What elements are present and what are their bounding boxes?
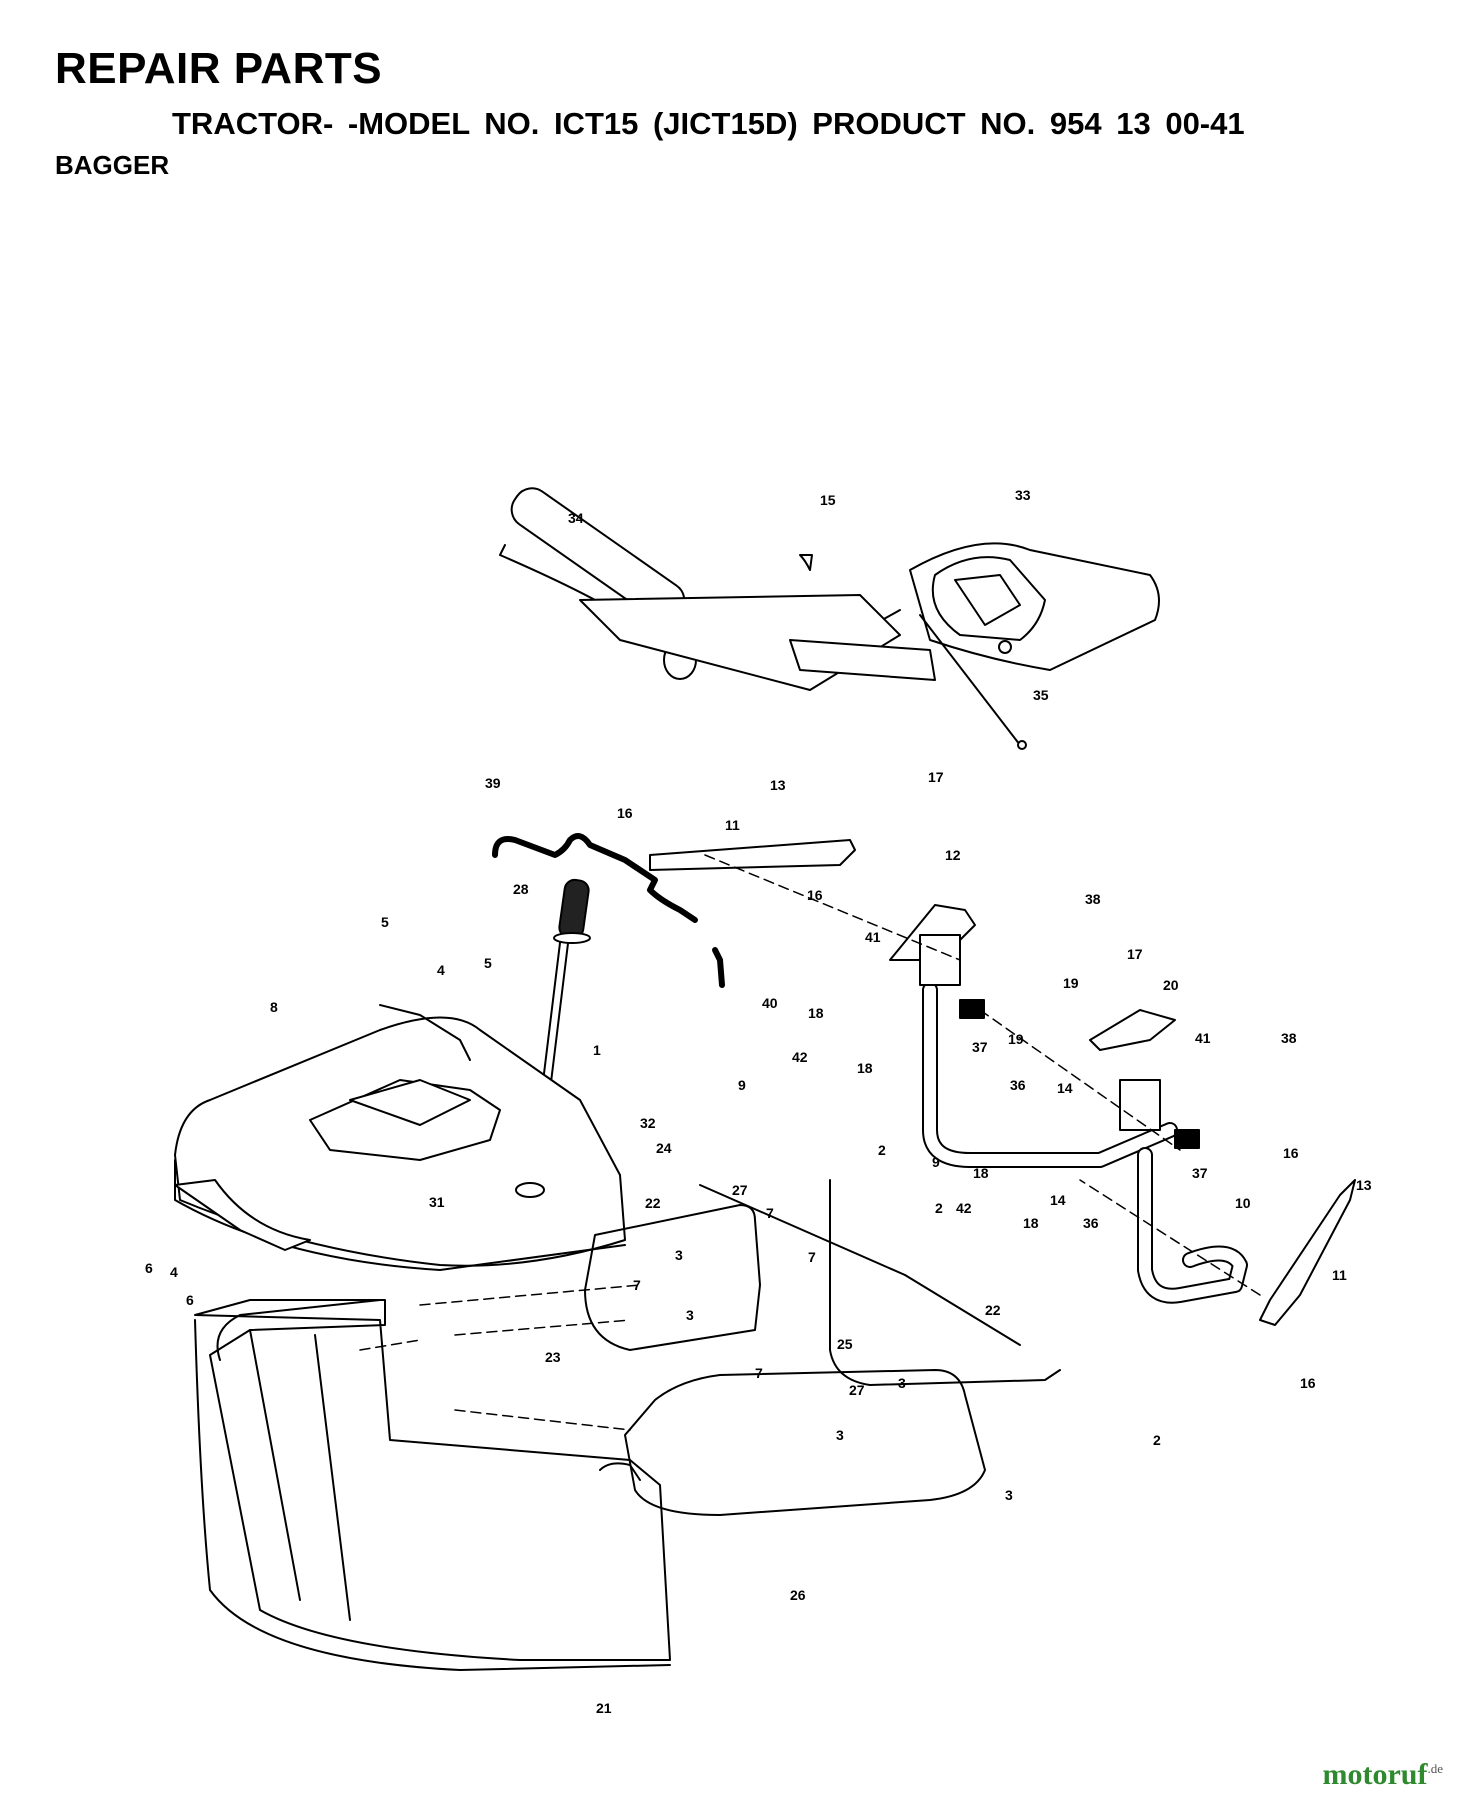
callout: 40 (762, 995, 778, 1011)
callout: 16 (1283, 1145, 1299, 1161)
callout: 38 (1281, 1030, 1297, 1046)
callout: 37 (1192, 1165, 1208, 1181)
callout: 17 (1127, 946, 1143, 962)
callout: 32 (640, 1115, 656, 1131)
callout: 9 (932, 1154, 940, 1170)
callout: 14 (1050, 1192, 1066, 1208)
callout: 7 (808, 1249, 816, 1265)
model-subtitle: TRACTOR- -MODEL NO. ICT15 (JICT15D) PROD… (172, 106, 1245, 141)
callout: 9 (738, 1077, 746, 1093)
callout: 26 (790, 1587, 806, 1603)
callout: 16 (617, 805, 633, 821)
callout: 3 (1005, 1487, 1013, 1503)
alignment-lines (359, 854, 1261, 1431)
callout: 6 (145, 1260, 153, 1276)
callout: 17 (928, 769, 944, 785)
section-title: BAGGER (55, 150, 170, 180)
callout: 27 (732, 1182, 748, 1198)
callout: 42 (956, 1200, 972, 1216)
callout: 12 (945, 847, 961, 863)
callout: 28 (513, 881, 529, 897)
callout: 41 (865, 929, 881, 945)
callout: 37 (972, 1039, 988, 1055)
page-title: REPAIR PARTS (55, 44, 383, 93)
callout: 3 (836, 1427, 844, 1443)
callout: 14 (1057, 1080, 1073, 1096)
callout: 23 (545, 1349, 561, 1365)
callout: 19 (1008, 1031, 1024, 1047)
callout: 20 (1163, 977, 1179, 993)
callout: 3 (675, 1247, 683, 1263)
callout: 42 (792, 1049, 808, 1065)
callout: 18 (973, 1165, 989, 1181)
callout: 4 (437, 962, 445, 978)
callout: 1 (593, 1042, 601, 1058)
callout-labels: 34 15 33 35 39 16 13 11 17 12 28 16 38 5… (145, 487, 1372, 1716)
callout: 7 (755, 1365, 763, 1381)
callout: 19 (1063, 975, 1079, 991)
callout: 36 (1083, 1215, 1099, 1231)
callout: 31 (429, 1194, 445, 1210)
callout: 25 (837, 1336, 853, 1352)
callout: 41 (1195, 1030, 1211, 1046)
callout: 21 (596, 1700, 612, 1716)
tension-rod (492, 833, 698, 923)
hitch-assembly (499, 487, 1160, 750)
callout: 13 (770, 777, 786, 793)
callout: 3 (898, 1375, 906, 1391)
callout: 27 (849, 1382, 865, 1398)
bag-cover (174, 1004, 626, 1271)
bracket-upper (649, 839, 856, 871)
callout: 18 (857, 1060, 873, 1076)
callout: 3 (686, 1307, 694, 1323)
callout: 38 (1085, 891, 1101, 907)
callout: 22 (645, 1195, 661, 1211)
callout: 10 (1235, 1195, 1251, 1211)
callout: 33 (1015, 487, 1031, 503)
callout: 2 (935, 1200, 943, 1216)
callout: 5 (381, 914, 389, 930)
callout: 13 (1356, 1177, 1372, 1193)
callout: 18 (808, 1005, 824, 1021)
callout: 15 (820, 492, 836, 508)
callout: 8 (270, 999, 278, 1015)
callout: 2 (1153, 1432, 1161, 1448)
callout: 39 (485, 775, 501, 791)
callout: 24 (656, 1140, 672, 1156)
callout: 7 (766, 1205, 774, 1221)
frame-26 (624, 1369, 986, 1516)
callout: 18 (1023, 1215, 1039, 1231)
callout: 2 (878, 1142, 886, 1158)
callout: 36 (1010, 1077, 1026, 1093)
callout: 5 (484, 955, 492, 971)
callout: 22 (985, 1302, 1001, 1318)
callout: 11 (725, 817, 740, 833)
callout: 6 (186, 1292, 194, 1308)
callout: 7 (633, 1277, 641, 1293)
site-logo[interactable]: motoruf.de (1322, 1758, 1443, 1791)
callout: 35 (1033, 687, 1049, 703)
callout: 11 (1332, 1267, 1347, 1283)
grass-bag (194, 1299, 671, 1671)
callout: 16 (807, 887, 823, 903)
callout: 4 (170, 1264, 178, 1280)
callout: 34 (568, 510, 584, 526)
callout: 16 (1300, 1375, 1316, 1391)
